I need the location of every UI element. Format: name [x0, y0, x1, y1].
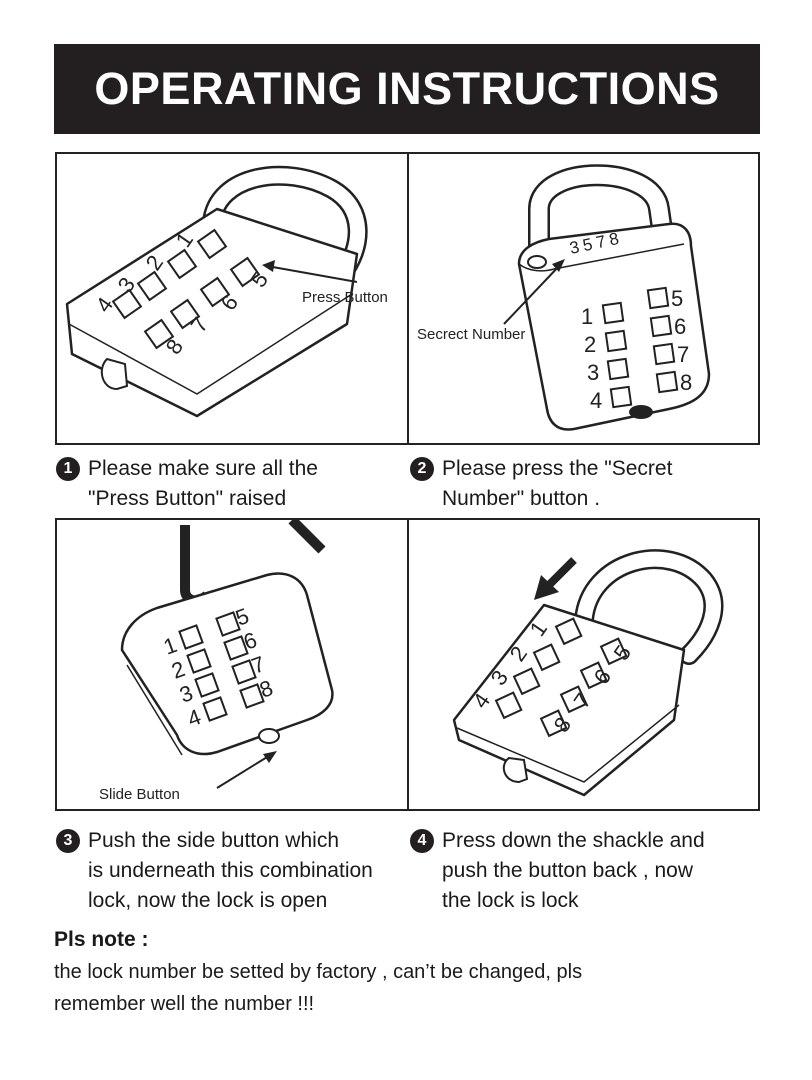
step-4: 4 Press down the shackle and push the bu… [410, 826, 765, 920]
arrow-icon [266, 265, 358, 283]
digit-3: 3 [587, 360, 599, 385]
step-3: 3 Push the side button which is undernea… [56, 826, 411, 920]
arrow-icon [216, 753, 273, 789]
panel-step-3-illustration: 1 2 3 4 5 6 7 8 Slide Button [55, 518, 409, 811]
arrow-icon [503, 263, 562, 325]
step-number-badge: 3 [56, 829, 80, 853]
digit-2: 2 [584, 332, 596, 357]
panel-step-1-illustration: 1 2 3 4 5 6 7 8 Press Button [55, 152, 409, 445]
step-text: Press down the shackle and push the butt… [442, 829, 705, 912]
step-1: 1 Please make sure all the "Press Button… [56, 454, 401, 518]
panel-step-2-illustration: 3578 1 2 3 4 5 6 7 8 Secrect Number [407, 152, 760, 445]
slide-button-callout: Slide Button [99, 786, 180, 803]
digit-6: 6 [674, 314, 686, 339]
step-text: Push the side button which is underneath… [88, 829, 373, 912]
step-number-badge: 4 [410, 829, 434, 853]
press-button-callout: Press Button [302, 289, 388, 306]
panel-step-4-illustration: 1 2 3 4 5 6 7 8 [407, 518, 760, 811]
step-2: 2 Please press the "Secret Number" butto… [410, 454, 755, 518]
note-body: the lock number be setted by factory , c… [54, 961, 583, 1015]
padlock-illustration-4: 1 2 3 4 5 6 7 8 [452, 549, 724, 797]
padlock-illustration-2: 3578 1 2 3 4 5 6 7 8 Secrect Number [417, 164, 711, 431]
digit-8: 8 [680, 370, 692, 395]
digit-5: 5 [671, 286, 683, 311]
padlock-illustration-1: 1 2 3 4 5 6 7 8 Press Button [65, 165, 388, 418]
secret-number-callout: Secrect Number [417, 326, 525, 343]
digit-1: 1 [581, 304, 593, 329]
padlock-illustration-3: 1 2 3 4 5 6 7 8 Slide Button [99, 520, 334, 803]
digit-7: 7 [677, 342, 689, 367]
step-number-badge: 1 [56, 457, 80, 481]
step-number-badge: 2 [410, 457, 434, 481]
note-title: Pls note : [54, 928, 149, 951]
page-title: OPERATING INSTRUCTIONS [94, 63, 720, 114]
title-bar: OPERATING INSTRUCTIONS [54, 44, 760, 134]
digit-4: 4 [590, 388, 602, 413]
step-text: Please press the "Secret Number" button … [442, 457, 673, 510]
down-arrow-icon [546, 557, 577, 588]
step-text: Please make sure all the "Press Button" … [88, 457, 318, 510]
